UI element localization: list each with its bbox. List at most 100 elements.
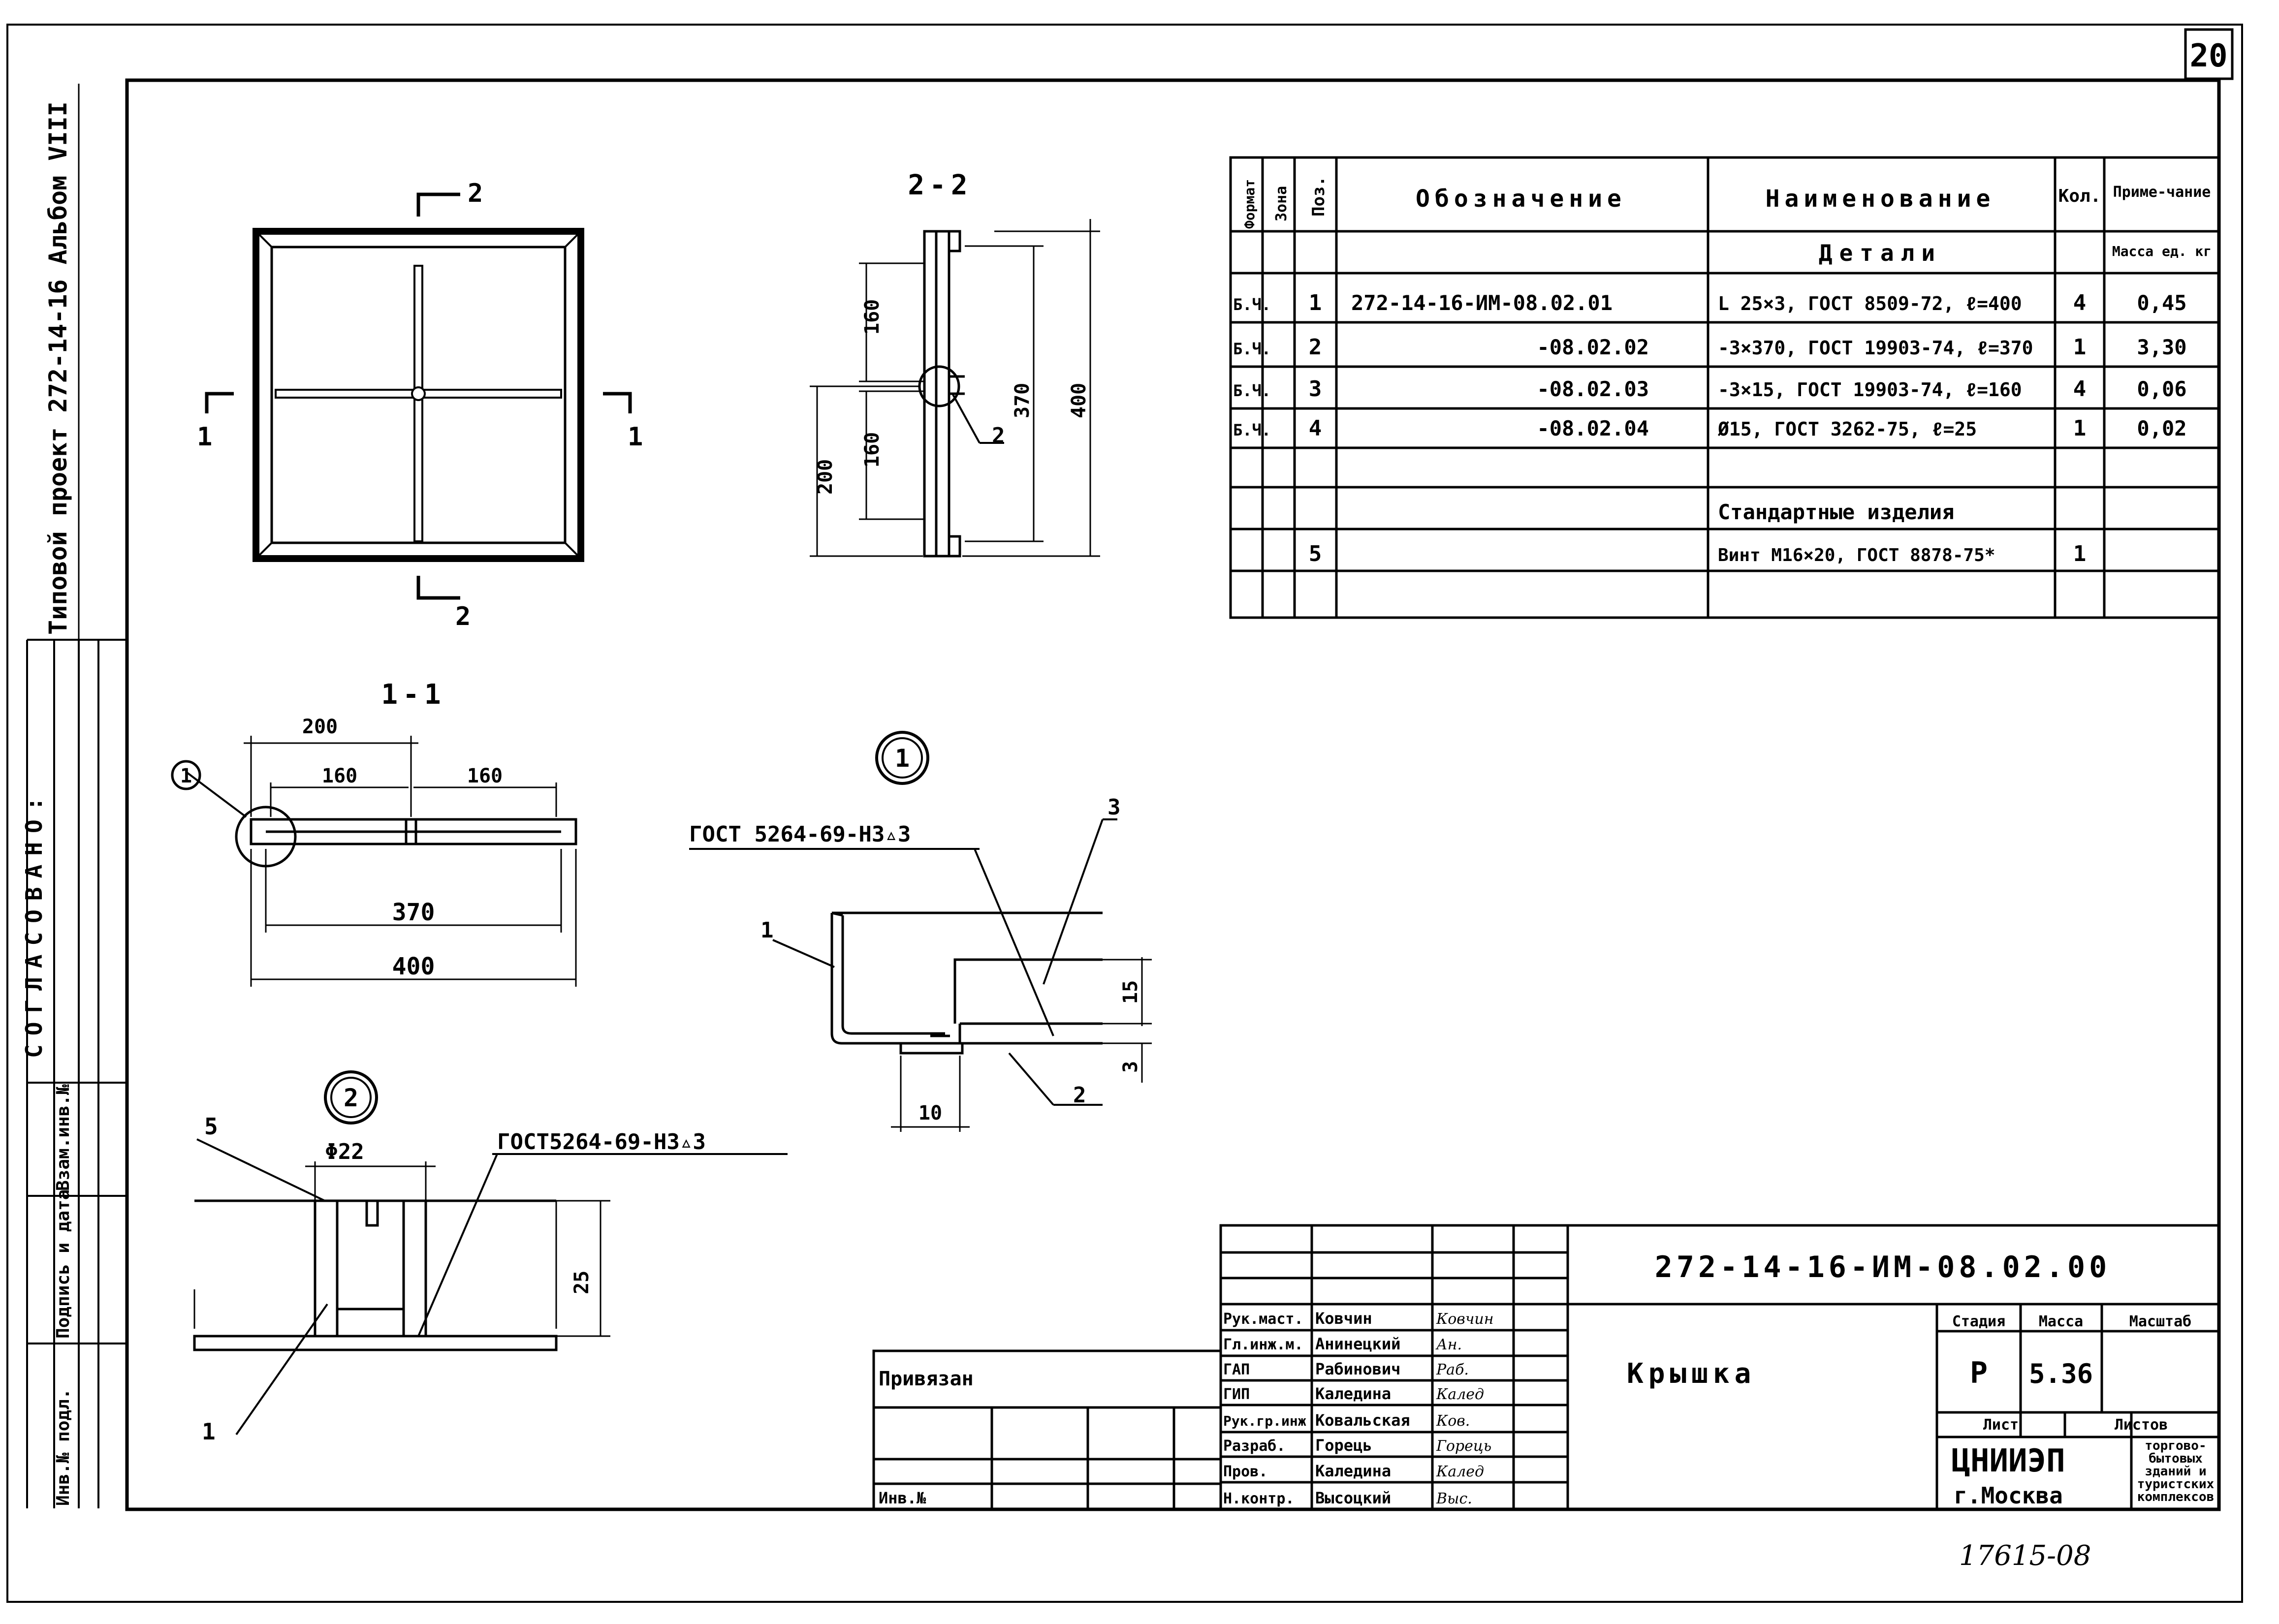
spec-row-4-format: Б.Ч. bbox=[1233, 421, 1271, 439]
section-1-1-title: 1-1 bbox=[381, 679, 445, 711]
spec-std-row-1-qty: 1 bbox=[2073, 541, 2087, 566]
detail-2-view bbox=[193, 1138, 788, 1436]
tb-role-6-name: Горець bbox=[1315, 1436, 1372, 1455]
tb-role-1: Рук.маст. bbox=[1223, 1311, 1303, 1328]
signature-4: Калед bbox=[1436, 1386, 1484, 1403]
spec-row-3-pos: 3 bbox=[1309, 376, 1322, 402]
plan-cut-2-top: 2 bbox=[468, 179, 483, 208]
tb-role-3-name: Рабинович bbox=[1315, 1360, 1400, 1378]
spec-header-qty: Кол. bbox=[2058, 186, 2101, 206]
sec22-dim-370: 370 bbox=[1011, 383, 1034, 418]
spec-row-1-note: 0,45 bbox=[2137, 291, 2186, 315]
detail-2-title: 2 bbox=[344, 1084, 358, 1112]
tb-signatures: Ковчин Ан. Раб. Калед Ков. Горець Калед … bbox=[1435, 1311, 1493, 1507]
tb-role-6: Разраб. bbox=[1223, 1437, 1285, 1455]
tb-role-1-name: Ковчин bbox=[1315, 1309, 1372, 1328]
sec22-dim-160a: 160 bbox=[861, 299, 884, 335]
signature-5: Ков. bbox=[1436, 1412, 1470, 1430]
spec-row-1-pos: 1 bbox=[1309, 290, 1322, 315]
section-2-2-title: 2-2 bbox=[908, 169, 972, 201]
spec-row-3-format: Б.Ч. bbox=[1233, 381, 1271, 400]
spec-mass-unit: Масса ед. кг bbox=[2112, 243, 2212, 259]
tb-stage-label: Стадия bbox=[1952, 1313, 2005, 1330]
plan-cut-1-right: 1 bbox=[628, 422, 643, 452]
vzam-inv-label: Взам.инв.№ bbox=[53, 1084, 73, 1191]
spec-row-3-note: 0,06 bbox=[2137, 377, 2186, 401]
detail-2-weld: ГОСТ5264-69-Н3▵3 bbox=[497, 1129, 706, 1155]
spec-row-2-designation: -08.02.02 bbox=[1537, 335, 1649, 359]
sec22-dim-400: 400 bbox=[1068, 383, 1090, 418]
section-1-1-view bbox=[171, 736, 577, 987]
detail-1-pos-1: 1 bbox=[760, 918, 774, 943]
podpis-data-label: Подпись и дата bbox=[53, 1189, 73, 1339]
signature-6: Горець bbox=[1436, 1437, 1491, 1455]
spec-row-1-name: L 25×3, ГОСТ 8509-72, ℓ=400 bbox=[1718, 293, 2022, 314]
detail-1-dim-10: 10 bbox=[918, 1102, 942, 1124]
tb-name: Крышка bbox=[1627, 1358, 1756, 1390]
sec11-dim-160a: 160 bbox=[322, 765, 357, 787]
spec-row-3-name: -3×15, ГОСТ 19903-74, ℓ=160 bbox=[1718, 379, 2022, 401]
tb-inv-no: Инв.№ bbox=[879, 1489, 926, 1507]
tb-role-7: Пров. bbox=[1223, 1463, 1267, 1480]
tb-city: г.Москва bbox=[1954, 1482, 2063, 1509]
tb-mass: 5.36 bbox=[2029, 1358, 2093, 1389]
spec-row-4-name: Ø15, ГОСТ 3262-75, ℓ=25 bbox=[1717, 418, 1977, 440]
spec-row-1-qty: 4 bbox=[2073, 290, 2087, 315]
spec-row-3-qty: 4 bbox=[2073, 376, 2087, 402]
plan-cut-2-bottom: 2 bbox=[455, 602, 471, 631]
vertical-title: Типовой проект 272-14-16 Альбом VIII bbox=[44, 101, 72, 635]
plan-cut-1-left: 1 bbox=[197, 422, 212, 452]
spec-std-row-1-name: Винт М16×20, ГОСТ 8878-75* bbox=[1718, 545, 1995, 565]
detail-2-marker bbox=[324, 1070, 378, 1124]
detail-2-pos-5: 5 bbox=[204, 1113, 218, 1140]
spec-std-row-1-pos: 5 bbox=[1309, 541, 1322, 566]
tb-role-4: ГИП bbox=[1223, 1386, 1250, 1403]
sec22-dim-200: 200 bbox=[814, 459, 837, 495]
spec-row-2-format: Б.Ч. bbox=[1233, 340, 1271, 358]
tb-role-5: Рук.гр.инж bbox=[1223, 1413, 1306, 1429]
tb-org-desc: торгово-бытовых зданий и туристских комп… bbox=[2137, 1439, 2215, 1504]
signature-7: Калед bbox=[1436, 1463, 1484, 1480]
spec-row-2-pos: 2 bbox=[1309, 335, 1322, 360]
sec11-dim-160b: 160 bbox=[467, 765, 503, 787]
spec-row-2-note: 3,30 bbox=[2137, 335, 2186, 359]
detail-1-weld: ГОСТ 5264-69-Н3▵3 bbox=[689, 822, 911, 847]
tb-stage: Р bbox=[1970, 1356, 1988, 1390]
tb-role-5-name: Ковальская bbox=[1315, 1411, 1410, 1430]
spec-header-designation: Обозначение bbox=[1416, 185, 1626, 213]
spec-row-4-pos: 4 bbox=[1309, 416, 1322, 441]
spec-section-details: Детали bbox=[1819, 240, 1942, 266]
signature-8: Выс. bbox=[1436, 1490, 1472, 1507]
spec-row-2-name: -3×370, ГОСТ 19903-74, ℓ=370 bbox=[1718, 337, 2033, 359]
spec-table-grid bbox=[1229, 156, 2220, 619]
tb-role-2: Гл.инж.м. bbox=[1223, 1336, 1303, 1353]
detail-1-pos-3: 3 bbox=[1108, 795, 1121, 820]
sec11-dim-200: 200 bbox=[302, 716, 338, 738]
tb-sheet-label: Лист bbox=[1983, 1416, 2019, 1434]
spec-row-1-format: Б.Ч. bbox=[1233, 295, 1271, 314]
detail-1-dim-15: 15 bbox=[1119, 980, 1142, 1004]
detail-1-dim-3: 3 bbox=[1119, 1061, 1142, 1073]
detail-1-view bbox=[772, 818, 1152, 1132]
detail-1-marker bbox=[875, 731, 929, 785]
spec-row-2-qty: 1 bbox=[2073, 335, 2087, 360]
detail-1-pos-2: 2 bbox=[1073, 1083, 1086, 1108]
title-block-grid bbox=[872, 1224, 2220, 1511]
sec22-dim-160b: 160 bbox=[861, 432, 884, 468]
inv-podl-label: Инв.№ подл. bbox=[53, 1389, 73, 1506]
tb-sheets-label: Листов bbox=[2115, 1416, 2168, 1434]
sec11-dim-370: 370 bbox=[392, 899, 435, 926]
signature-3: Раб. bbox=[1436, 1361, 1469, 1378]
spec-row-4-note: 0,02 bbox=[2137, 416, 2186, 440]
sheet-number-box bbox=[2184, 28, 2234, 80]
spec-row-4-qty: 1 bbox=[2073, 416, 2087, 441]
tb-role-8-name: Высоцкий bbox=[1315, 1489, 1391, 1507]
signature-1: Ковчин bbox=[1436, 1311, 1493, 1328]
agreed-label: СОГЛАСОВАНО: bbox=[21, 788, 47, 1058]
sec22-callout-2: 2 bbox=[992, 423, 1005, 448]
sec11-callout-1: 1 bbox=[180, 765, 192, 787]
tb-role-2-name: Анинецкий bbox=[1315, 1335, 1400, 1353]
detail-1-title: 1 bbox=[895, 744, 910, 773]
tb-role-7-name: Каледина bbox=[1315, 1462, 1391, 1480]
